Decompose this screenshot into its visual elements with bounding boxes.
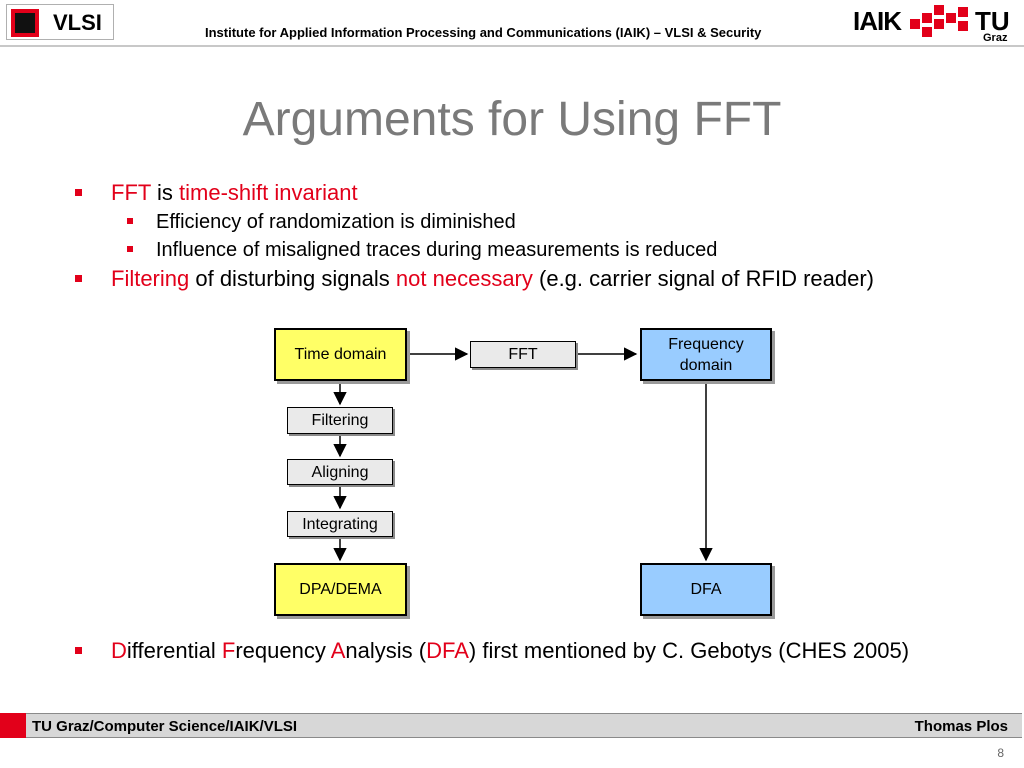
dfa-word-frequency: requency (235, 638, 331, 663)
iaik-logo-text: IAIK (853, 6, 902, 36)
footer-affiliation: TU Graz/Computer Science/IAIK/VLSI (32, 718, 298, 735)
dfa-word-analysis: nalysis ( (345, 638, 427, 663)
box-dpa-dema: DPA/DEMA (274, 563, 407, 616)
dfa-letter-d: D (111, 638, 127, 663)
bullet-filtering-term: Filtering (111, 266, 190, 291)
vlsi-logo-text: VLSI (53, 10, 102, 35)
footer-red-block (0, 713, 26, 738)
sub-bullet-influence: Influence of misaligned traces during me… (126, 239, 718, 261)
vlsi-logo: VLSI (6, 4, 114, 40)
dfa-letter-a: A (330, 638, 346, 663)
dfa-citation: ) first mentioned by C. Gebotys (CHES 20… (468, 638, 910, 663)
bullet-fft-term: FFT (111, 180, 151, 205)
bullet-dfa: Differential Frequency Analysis (DFA) fi… (75, 638, 931, 663)
header-divider (0, 45, 1024, 47)
footer-author: Thomas Plos (914, 718, 1008, 735)
dfa-letter-f: F (221, 638, 236, 663)
box-filtering: Filtering (287, 407, 393, 434)
bullet-filtering: Filtering of disturbing signals not nece… (75, 266, 931, 291)
box-integrating: Integrating (287, 511, 393, 537)
box-aligning: Aligning (287, 459, 393, 485)
box-fft: FFT (470, 341, 576, 368)
bullet-fft: FFT is time-shift invariant (75, 180, 358, 205)
box-dfa: DFA (640, 563, 772, 616)
tu-logo-text: TU (975, 6, 1010, 36)
bullet-filtering-text: of disturbing signals (189, 266, 396, 291)
footer-bar (26, 713, 1022, 738)
institute-name: Institute for Applied Information Proces… (205, 25, 762, 40)
graz-logo-text: Graz (983, 32, 1008, 44)
bullet-fft-invariant: time-shift invariant (179, 180, 358, 205)
page-number: 8 (997, 746, 1004, 760)
vlsi-square-icon (15, 13, 35, 33)
dfa-acronym: DFA (426, 638, 469, 663)
dfa-word-differential: ifferential (126, 638, 222, 663)
slide-title: Arguments for Using FFT (242, 93, 782, 146)
tu-graz-logo-icon (910, 5, 968, 37)
box-frequency-domain: Frequency domain (640, 328, 772, 381)
bullet-not-necessary: not necessary (395, 266, 533, 291)
box-time-domain: Time domain (274, 328, 407, 381)
sub-bullet-efficiency: Efficiency of randomization is diminishe… (127, 211, 516, 233)
bullet-filtering-example: (e.g. carrier signal of RFID reader) (532, 266, 874, 291)
bullet-fft-is: is (150, 180, 180, 205)
